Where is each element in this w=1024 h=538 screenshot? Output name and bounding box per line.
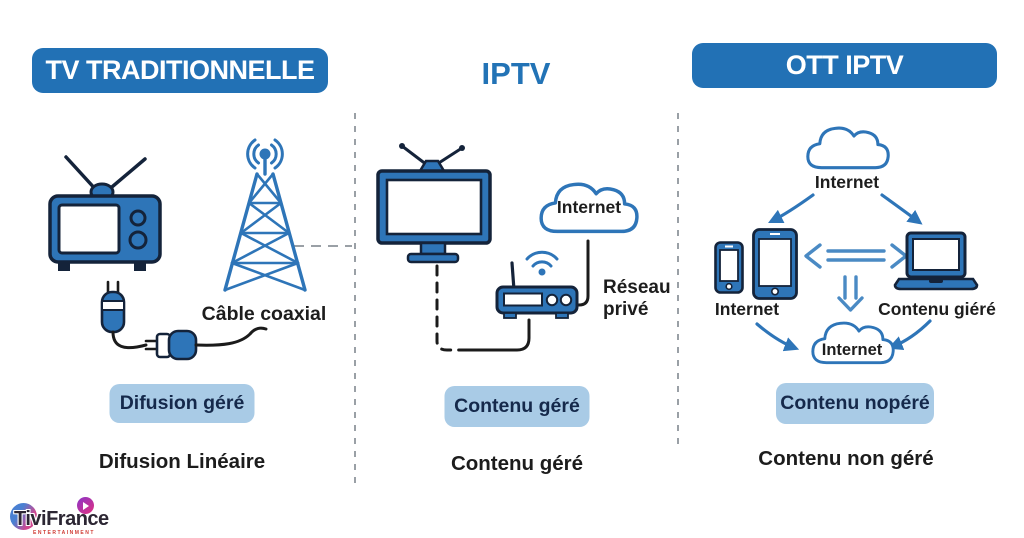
down-arrow-icon [837, 275, 864, 312]
broadcast-tower-icon [223, 138, 307, 292]
arrow-laptop-to-cloud [887, 319, 932, 351]
laptop-icon [893, 231, 979, 291]
caption-difusion-lineaire: Difusion Linéaire [98, 450, 266, 473]
sync-arrow-icon [804, 243, 908, 269]
flat-tv-icon [376, 143, 492, 264]
tv-router-cable-end [465, 318, 531, 352]
cable-coaxial-label: Câble coaxial [201, 303, 327, 325]
header-tv-traditionnelle: TV TRADITIONNELLE [32, 48, 328, 93]
tv-router-dashed-cable [435, 264, 469, 352]
smartphone-icon [714, 241, 744, 294]
ott-top-cloud-label: Internet [814, 172, 880, 192]
arrow-devices-to-cloud [755, 322, 800, 352]
coaxial-cable-icon [100, 280, 268, 361]
arrow-cloud-to-laptop [880, 193, 923, 225]
ott-center-cloud-label: Internet [821, 341, 883, 359]
cloud-icon [811, 321, 895, 365]
cloud-icon [806, 126, 890, 170]
logo-gradient-circle-icon [10, 503, 37, 530]
caption-contenu-gere: Contenu géré [450, 452, 584, 475]
cloud-icon [539, 182, 639, 234]
logo-tagline: ENTERTAINMENT [33, 530, 95, 536]
caption-contenu-non-gere: Contenu non géré [758, 447, 934, 470]
retro-tv-icon [48, 155, 162, 271]
reseau-prive-label: Réseau privé [603, 277, 671, 321]
ott-devices-label: Internet [714, 299, 780, 319]
logo-name: TiviFrance [14, 508, 109, 530]
arrow-cloud-to-devices [768, 193, 815, 223]
badge-contenu-gere: Contenu géré [444, 386, 590, 427]
play-button-icon [77, 497, 94, 514]
badge-difusion-gere: Difusion géré [109, 384, 255, 423]
cloud-router-cable [575, 239, 590, 307]
header-ott-iptv: OTT IPTV [692, 43, 997, 88]
wifi-icon [525, 250, 559, 276]
header-iptv: IPTV [481, 56, 551, 91]
tivifrance-logo: TiviFrance ENTERTAINMENT [6, 492, 126, 538]
badge-contenu-nopere: Contenu nopéré [776, 383, 934, 424]
tablet-icon [752, 228, 798, 300]
router-icon [495, 250, 579, 319]
iptv-cloud-label: Internet [556, 197, 622, 217]
ott-laptop-label: Contenu giéré [878, 299, 996, 319]
